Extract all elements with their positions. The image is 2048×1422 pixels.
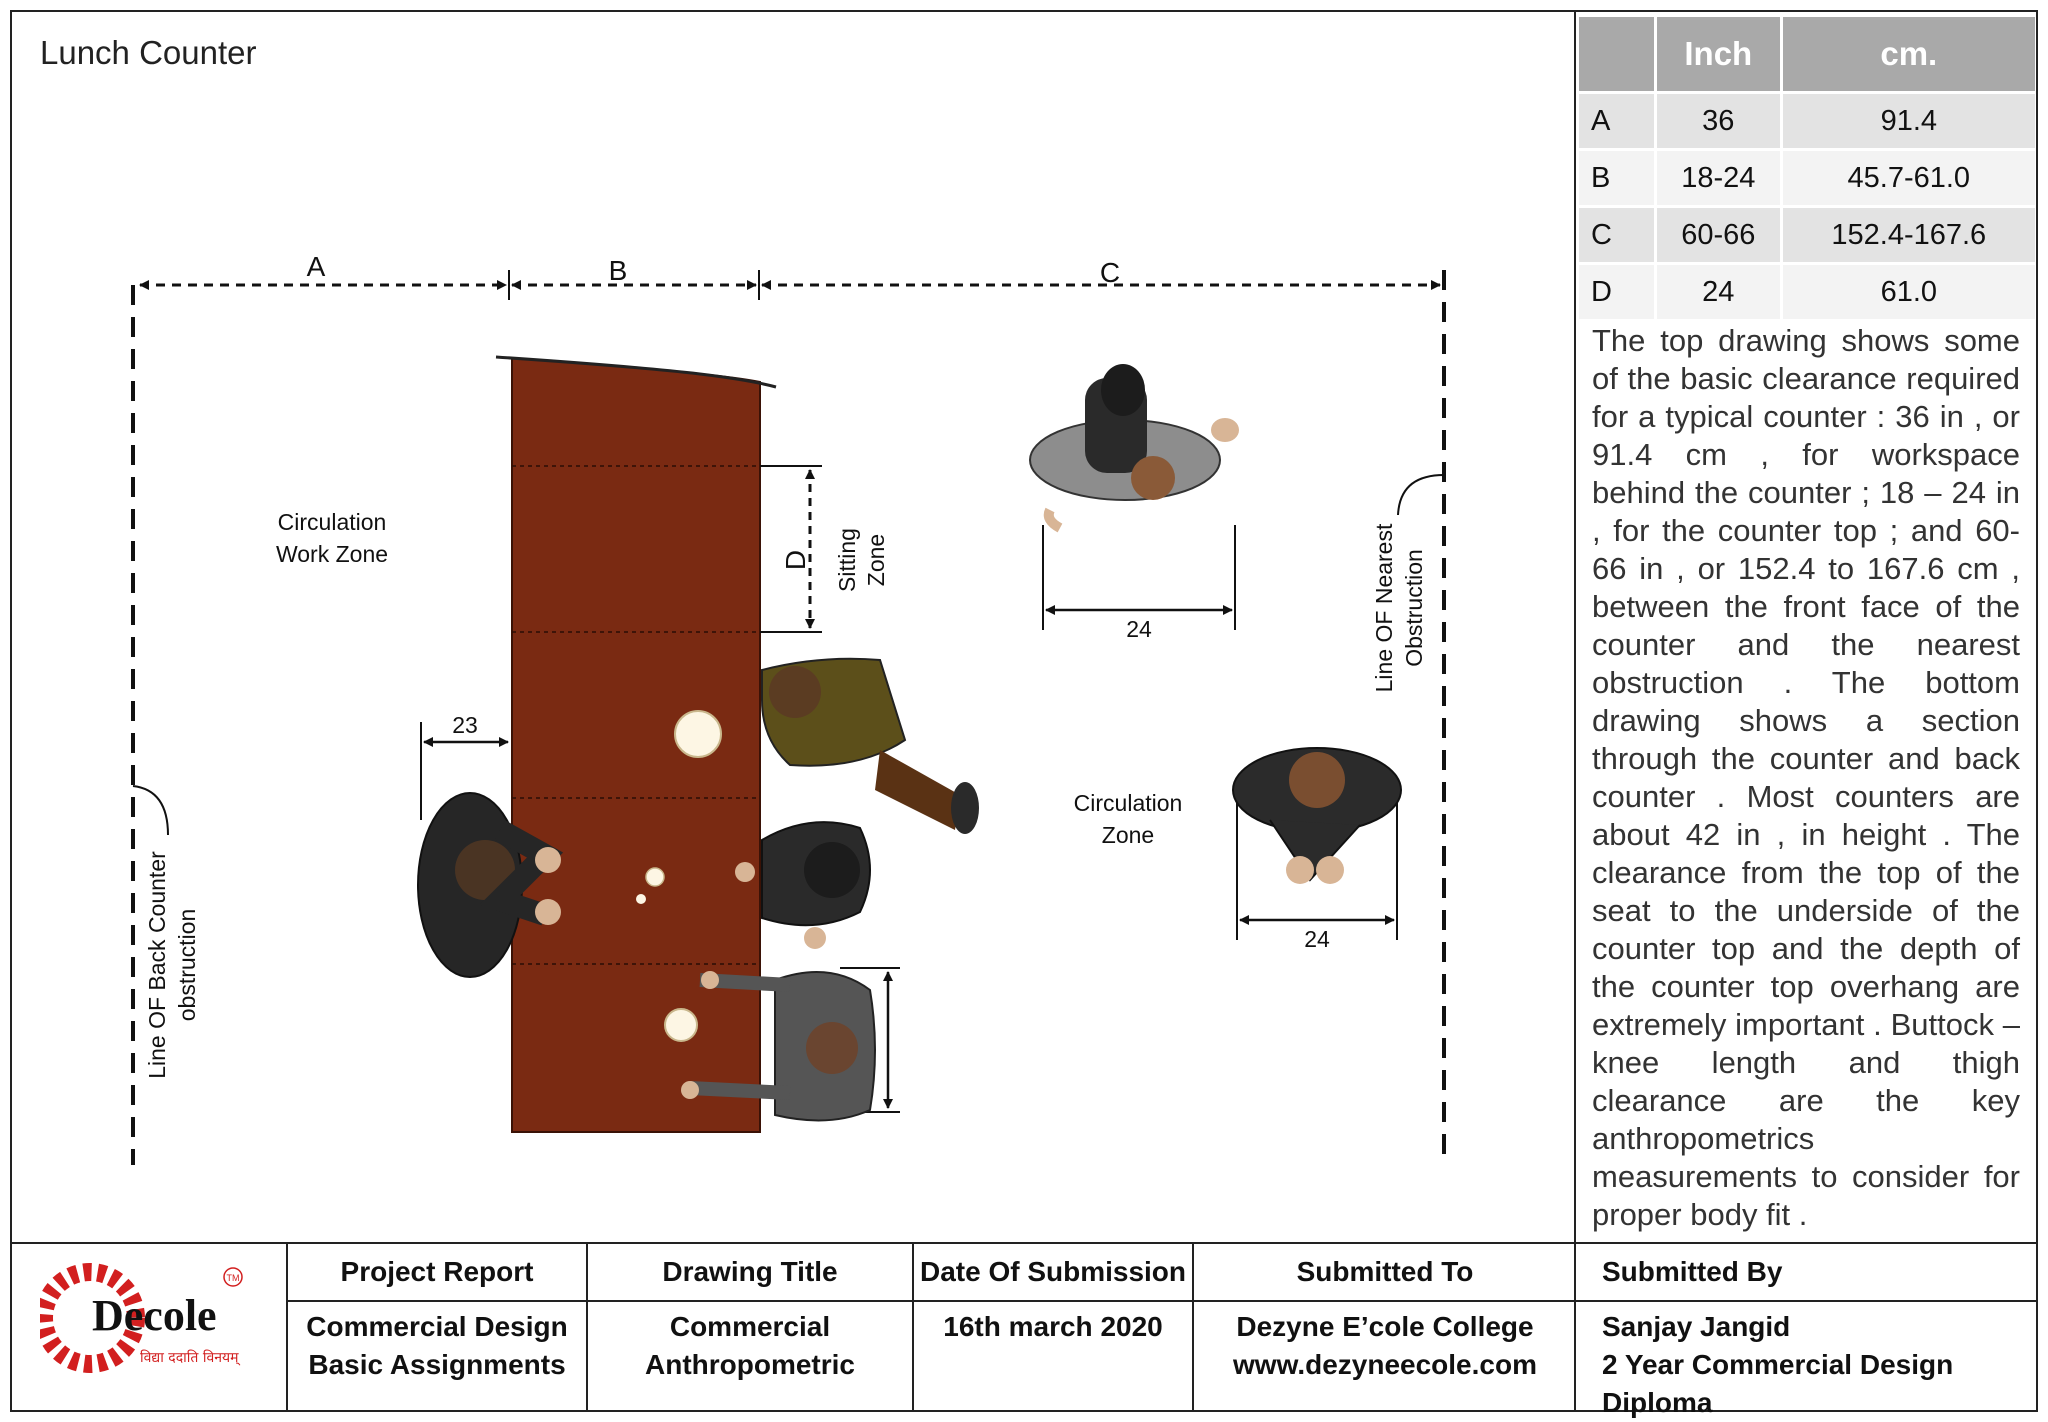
row-inch: 60-66 (1657, 208, 1780, 262)
measure-24-top-label: 24 (1126, 616, 1152, 642)
footer-project-report: Project Report Commercial Design Basic A… (286, 1244, 586, 1412)
date-heading: Date Of Submission (914, 1244, 1192, 1302)
logo-tagline: विद्या ददाति विनयम् (140, 1349, 241, 1366)
submitted-to-heading: Submitted To (1194, 1244, 1576, 1302)
sitting-zone-label-1: Sitting (834, 528, 860, 592)
submitted-by-diploma: Diploma (1602, 1387, 1713, 1418)
row-cm: 152.4-167.6 (1782, 208, 2035, 262)
project-report-heading: Project Report (288, 1244, 586, 1302)
sitting-zone-label-2: Zone (863, 534, 889, 586)
drawing-title-line-2: Anthropometric (645, 1349, 855, 1380)
logo-tm: TM (227, 1273, 240, 1283)
row-cm: 61.0 (1782, 265, 2035, 319)
table-row: D 24 61.0 (1579, 265, 2035, 319)
row-inch: 36 (1657, 94, 1780, 148)
dimension-b-label: B (609, 255, 628, 286)
row-inch: 24 (1657, 265, 1780, 319)
footer-submitted-to: Submitted To Dezyne E’cole College www.d… (1192, 1244, 1576, 1412)
decole-logo: Decole विद्या ददाति विनयम् TM (40, 1263, 243, 1373)
measure-23-label: 23 (452, 712, 478, 738)
logo-wordmark: Decole (92, 1291, 217, 1340)
project-report-line-2: Basic Assignments (308, 1349, 566, 1380)
submitted-to-college: Dezyne E’cole College (1236, 1311, 1534, 1342)
cup-icon (645, 867, 665, 887)
dimension-d-label: D (780, 550, 811, 570)
plate-icon (674, 710, 722, 758)
table-header-inch: Inch (1657, 17, 1780, 91)
description-text: The top drawing shows some of the basic … (1592, 323, 2020, 1232)
person-walking-figure (1029, 364, 1239, 533)
work-zone-label-2: Work Zone (276, 541, 388, 567)
work-zone-label-1: Circulation (278, 509, 387, 535)
right-panel (1574, 10, 2038, 1242)
table-header-cm: cm. (1782, 17, 2035, 91)
dimension-c-label: C (1100, 257, 1120, 288)
drawing-title-heading: Drawing Title (588, 1244, 912, 1302)
row-cm: 45.7-61.0 (1782, 151, 2035, 205)
counter-plan-drawing: A B C D Sitting Zone Circulation Work Zo… (131, 251, 1446, 1165)
back-counter-label-2: obstruction (174, 909, 200, 1022)
page-title: Lunch Counter (40, 34, 257, 71)
table-row: B 18-24 45.7-61.0 (1579, 151, 2035, 205)
circulation-zone-label-2: Zone (1102, 822, 1154, 848)
row-key: A (1579, 94, 1654, 148)
footer-drawing-title: Drawing Title Commercial Anthropometric (586, 1244, 912, 1412)
drawing-title-line-1: Commercial (669, 1311, 831, 1342)
table-header-row: Inch cm. (1579, 17, 2035, 91)
submitted-by-heading: Submitted By (1576, 1244, 2036, 1302)
person-seated-1-figure (761, 657, 979, 834)
submitted-by-name: Sanjay Jangid (1602, 1311, 1791, 1342)
person-seated-2-figure (735, 821, 871, 949)
row-inch: 18-24 (1657, 151, 1780, 205)
submitted-by-course: 2 Year Commercial Design (1602, 1349, 1954, 1380)
page-frame (10, 10, 2038, 1412)
project-report-line-1: Commercial Design (306, 1311, 568, 1342)
plate-icon (664, 1008, 698, 1042)
table-header-blank (1579, 17, 1654, 91)
measure-24-bottom-label: 24 (1304, 926, 1330, 952)
person-standing-figure (1232, 747, 1402, 884)
title-block-footer: Project Report Commercial Design Basic A… (10, 1242, 2038, 1418)
circulation-zone-label-1: Circulation (1074, 790, 1183, 816)
person-seated-3-figure (681, 971, 876, 1122)
nearest-obstruction-label-1: Line OF Nearest (1371, 523, 1397, 692)
table-row: A 36 91.4 (1579, 94, 2035, 148)
back-counter-label-1: Line OF Back Counter (144, 851, 170, 1079)
table-row: C 60-66 152.4-167.6 (1579, 208, 2035, 262)
cup-small-icon (636, 894, 646, 904)
counter-top (511, 356, 761, 1133)
nearest-obstruction-label-2: Obstruction (1401, 549, 1427, 667)
submitted-to-website: www.dezyneecole.com (1233, 1349, 1537, 1380)
row-cm: 91.4 (1782, 94, 2035, 148)
dimension-a-label: A (307, 251, 326, 282)
date-value: 16th march 2020 (943, 1311, 1163, 1342)
person-worker-figure (417, 792, 564, 978)
row-key: B (1579, 151, 1654, 205)
row-key: C (1579, 208, 1654, 262)
footer-submitted-by: Submitted By Sanjay Jangid 2 Year Commer… (1574, 1244, 2036, 1418)
dimensions-table: Inch cm. A 36 91.4 B 18-24 45.7-61.0 C 6… (1576, 14, 2038, 322)
row-key: D (1579, 265, 1654, 319)
footer-date: Date Of Submission 16th march 2020 (912, 1244, 1192, 1412)
